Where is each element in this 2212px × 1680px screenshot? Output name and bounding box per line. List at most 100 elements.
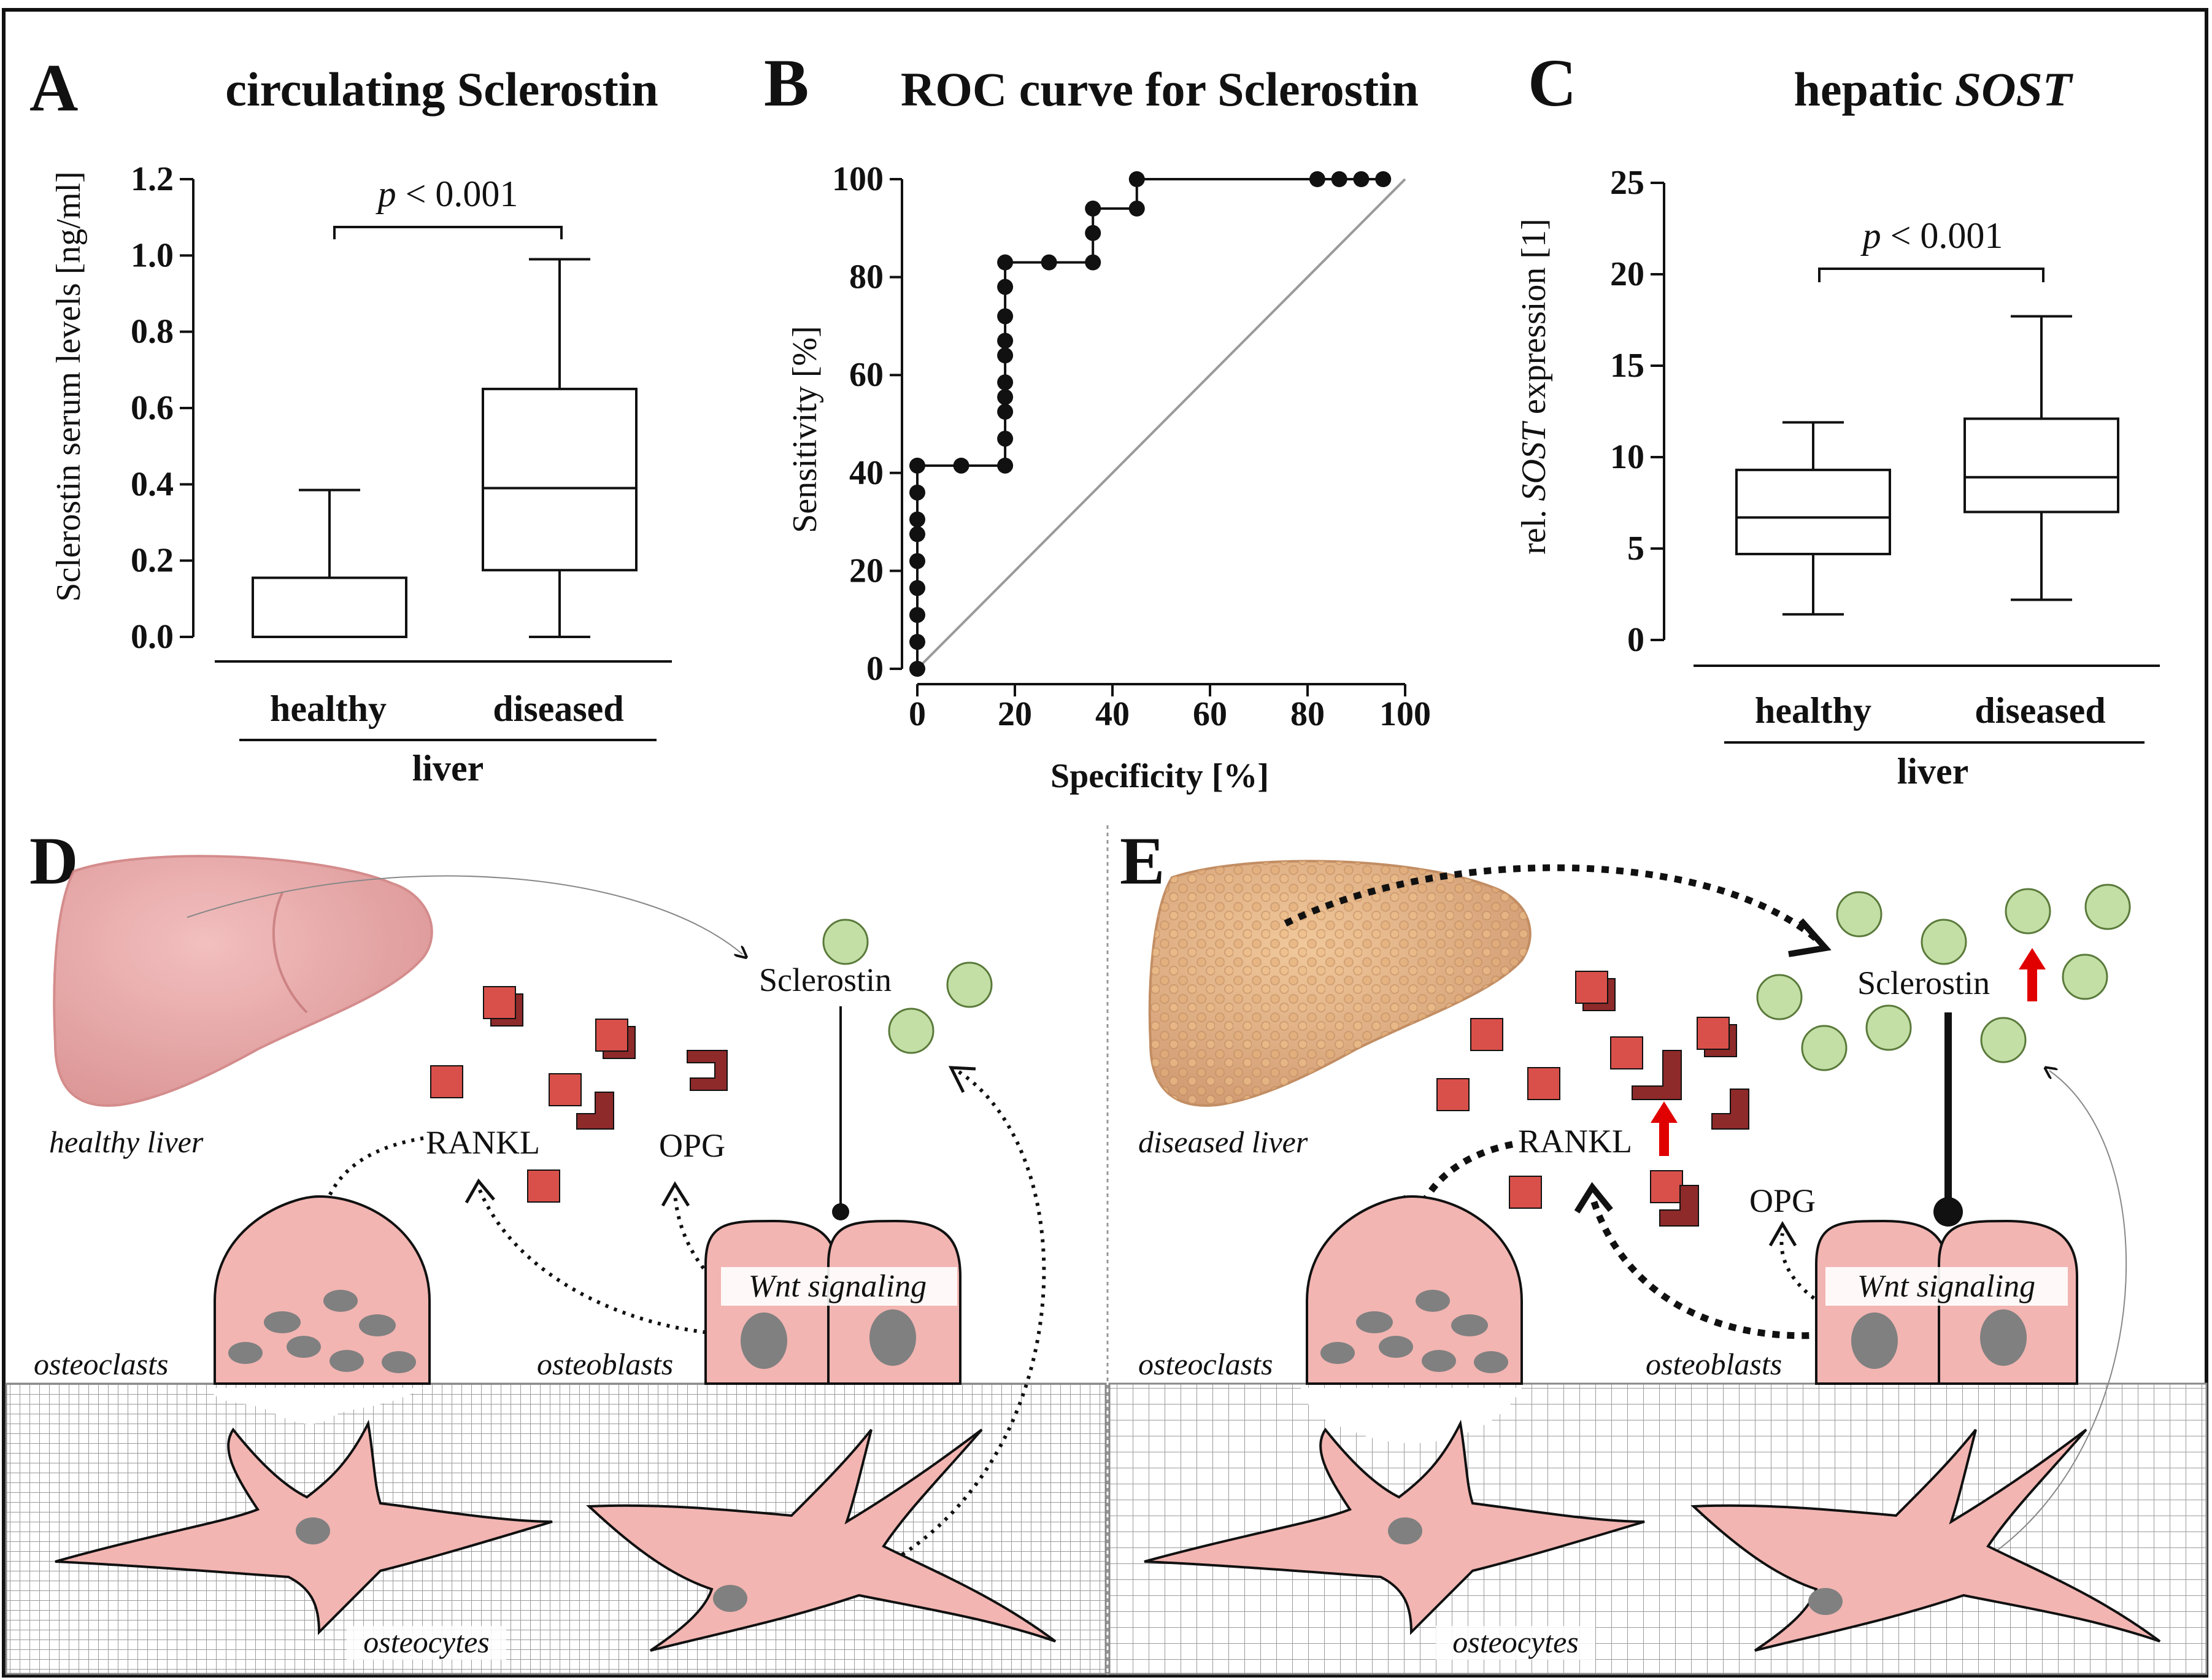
y-tick-label: 1.0 [131, 236, 174, 274]
y-tick-label: 5 [1627, 530, 1644, 568]
panel-e: E diseased liver Sclerostin [1108, 823, 2208, 1675]
box-healthy [252, 488, 407, 638]
iqr-box [482, 387, 638, 572]
wnt-label-d: Wnt signaling [749, 1269, 927, 1304]
roc-line [916, 178, 1384, 669]
osteocytes-label-e: osteocytes [1452, 1625, 1578, 1659]
y-tick-label: 20 [849, 552, 884, 590]
roc-point [997, 404, 1014, 420]
x-tick-label: 0 [909, 695, 926, 733]
box-healthy [1735, 421, 1891, 616]
chart-b-title: ROC curve for Sclerostin [901, 63, 1419, 116]
chart-a-ylabel: Sclerostin serum levels [ng/ml] [50, 171, 88, 601]
panel-letter-e: E [1120, 823, 1165, 898]
x-tick-label: 100 [1379, 695, 1431, 733]
osteoblast-to-rankl-arrow-d [477, 1186, 798, 1337]
osteocytes-e [1144, 1419, 2161, 1652]
y-tick-label: 10 [1610, 438, 1644, 476]
rankl-label-d: RANKL [426, 1124, 540, 1161]
x-tick-label: 20 [998, 695, 1032, 733]
y-tick-label: 40 [849, 454, 884, 492]
roc-point [997, 347, 1014, 364]
y-tick-label: 20 [1610, 255, 1644, 293]
roc-point [909, 457, 925, 474]
chart-c-title: hepatic SOST [1794, 63, 2074, 116]
iqr-box [1735, 468, 1891, 555]
rankl-molecules-e [1436, 971, 1749, 1227]
panel-c: C hepatic SOST rel. SOST expression [1] … [1515, 45, 2160, 792]
roc-point [1353, 171, 1370, 187]
roc-point [909, 511, 925, 528]
sclerostin-label-d: Sclerostin [759, 961, 892, 998]
healthy-liver-label: healthy liver [49, 1125, 204, 1159]
y-tick-label: 0.6 [131, 389, 174, 427]
opg-label-d: OPG [659, 1127, 725, 1164]
sclerostin-label-e: Sclerostin [1857, 965, 1990, 1001]
svg-text:p < 0.001: p < 0.001 [376, 174, 518, 214]
y-tick-label: 15 [1610, 347, 1644, 385]
chart-a-xlabel: liver [412, 748, 484, 788]
liver-to-sclerostin-arrow-e [1284, 864, 1819, 942]
chart-a-title: circulating Sclerostin [225, 63, 658, 116]
roc-point [997, 254, 1014, 271]
roc-point [1331, 171, 1347, 187]
roc-point [1085, 254, 1101, 271]
osteocytes-label-d: osteocytes [363, 1625, 489, 1659]
osteoblasts-e [1815, 1219, 2078, 1385]
panel-a: A circulating Sclerostin Sclerostin seru… [29, 50, 672, 788]
x-tick-label: 40 [1095, 695, 1130, 733]
sclerostin-molecules-d [822, 919, 993, 1054]
roc-point [1085, 200, 1101, 217]
roc-point [909, 526, 925, 542]
chart-a-category-healthy: healthy [270, 688, 387, 729]
up-arrow-sclerostin [2019, 948, 2046, 1001]
iqr-box [1963, 417, 2119, 514]
iqr-box [252, 576, 407, 638]
diseased-liver-icon [1148, 860, 1532, 1107]
osteoblasts-label-d: osteoblasts [537, 1347, 673, 1381]
osteocytes-d [55, 1419, 1057, 1652]
roc-point [909, 553, 925, 569]
rankl-label-e: RANKL [1518, 1123, 1632, 1160]
roc-point [997, 308, 1014, 325]
osteoclasts-label-d: osteoclasts [34, 1347, 168, 1381]
roc-point [1041, 254, 1057, 271]
wnt-label-e: Wnt signaling [1857, 1269, 2035, 1304]
roc-point [953, 457, 969, 474]
chart-c-xlabel: liver [1897, 751, 1969, 792]
roc-point [909, 484, 925, 501]
liver-to-sclerostin-arrow [187, 875, 742, 954]
roc-point [1085, 225, 1101, 241]
roc-point [909, 580, 925, 596]
y-tick-label: 0.0 [131, 618, 174, 656]
up-arrow-rankl [1651, 1101, 1678, 1156]
osteoclasts-label-e: osteoclasts [1138, 1347, 1273, 1381]
osteoblasts-d [704, 1219, 961, 1385]
chart-c-boxes [1735, 315, 2119, 616]
panel-letter-a: A [29, 50, 78, 125]
roc-point [1128, 171, 1145, 187]
box-diseased [1963, 315, 2119, 601]
panel-letter-b: B [764, 45, 809, 120]
roc-point [909, 607, 925, 623]
y-tick-label: 80 [849, 258, 884, 296]
roc-point [997, 389, 1014, 406]
roc-point [1128, 200, 1145, 217]
y-tick-label: 0.4 [131, 465, 174, 503]
roc-point [997, 430, 1014, 447]
svg-text:p < 0.001: p < 0.001 [1860, 215, 2003, 256]
rankl-to-osteoclast-arrow-e [1414, 1141, 1514, 1219]
roc-point [997, 333, 1014, 349]
y-tick-label: 0 [866, 650, 884, 688]
box-diseased [482, 258, 638, 638]
sclerostin-molecules-e [1756, 884, 2131, 1071]
y-tick-label: 1.2 [131, 160, 174, 198]
panel-letter-c: C [1528, 45, 1576, 120]
roc-point [1375, 171, 1392, 187]
chart-a-significance: p < 0.001 [333, 174, 563, 239]
outer-frame [2, 8, 2208, 1678]
y-tick-label: 60 [849, 356, 884, 394]
